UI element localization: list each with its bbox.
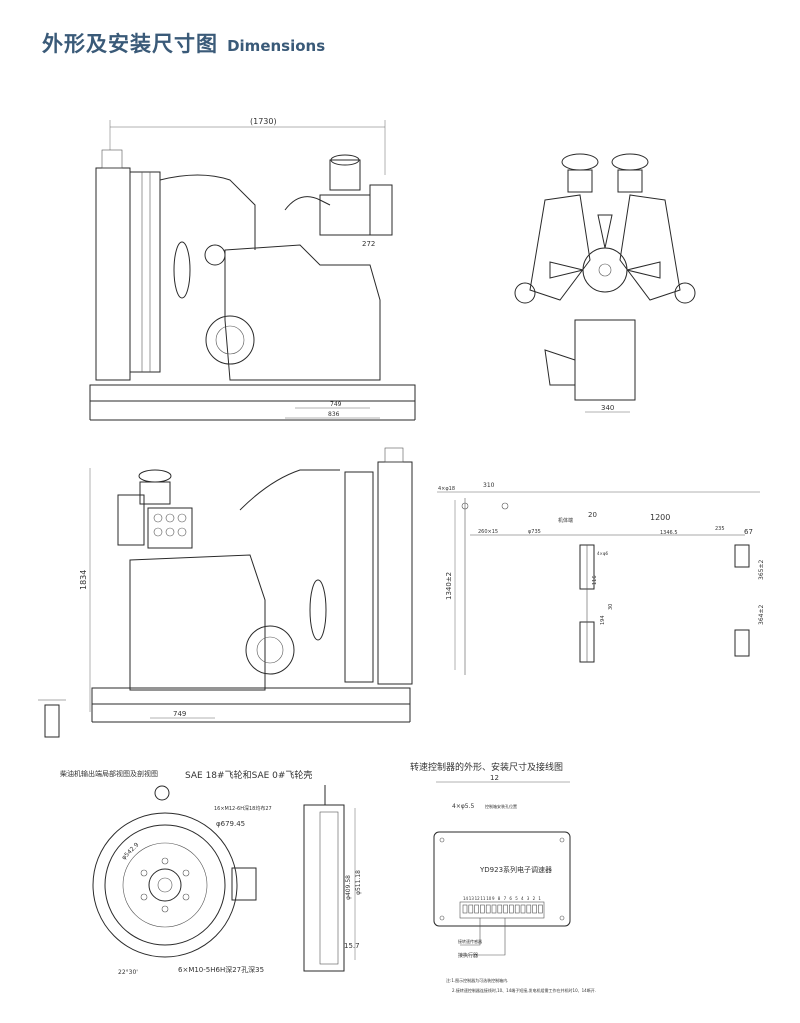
dim-30: 30: [608, 604, 614, 610]
dim-overall-length: (1730): [250, 117, 277, 126]
dim-194: 194: [600, 615, 606, 625]
controller-hole-note: 控制箱安装孔位置: [485, 803, 517, 809]
terminal-label: 8: [498, 896, 501, 901]
dim-4x6: 4×φ6: [597, 551, 609, 556]
dim-749-top: 749: [330, 401, 342, 408]
label-speed-sensor: 接转速传感器: [458, 938, 482, 944]
dim-310: 310: [483, 482, 495, 489]
flywheel-caption: 柴油机输出端局部视图及剖视图: [60, 769, 158, 778]
dim-phi40: φ409.58: [345, 875, 352, 900]
page-title: 外形及安装尺寸图 Dimensions: [42, 28, 325, 58]
dim-157: 15.7: [344, 942, 360, 950]
dim-top-note: 16×M12-6H深18均布27: [214, 805, 272, 812]
dim-1200: 1200: [650, 513, 670, 522]
side-elevation-view-2: 1834 749: [38, 447, 413, 738]
terminal-label: 9: [492, 896, 495, 901]
terminal-pin: [514, 904, 520, 914]
dim-4x18: 4×φ18: [438, 486, 455, 492]
dim-phi542: φ542.9: [120, 841, 140, 861]
dim-272: 272: [362, 240, 375, 248]
terminal-pin: [462, 904, 468, 914]
terminal-label: 5: [515, 896, 518, 901]
dim-phi679: φ679.45: [216, 820, 245, 828]
dim-1340: 1340±2: [445, 572, 453, 600]
dim-260x15: 260×15: [478, 529, 498, 535]
terminal-pin: [520, 904, 526, 914]
terminal-pin: [491, 904, 497, 914]
terminal-label: 12: [475, 896, 481, 901]
dim-22: 22°30': [118, 969, 138, 976]
dim-height-1834: 1834: [79, 570, 88, 590]
dim-6xm10: 6×M10-5H6H深27孔深35: [178, 965, 264, 974]
terminal-label: 1: [538, 896, 541, 901]
front-elevation-view: 340: [514, 153, 696, 413]
terminal-pin: [485, 904, 491, 914]
controller-title: 转速控制器的外形、安装尺寸及接线图: [410, 761, 563, 773]
label-engine-mount: 机体端: [558, 517, 573, 524]
terminal-pin: [480, 904, 485, 914]
controller-model-label: YD923系列电子调速器: [479, 865, 552, 874]
dim-836: 836: [328, 411, 340, 418]
terminal-pin: [532, 904, 537, 914]
terminal-label: 13: [469, 896, 475, 901]
controller-view: 转速控制器的外形、安装尺寸及接线图 12 4×φ5.5 控制箱安装孔位置 YD9…: [410, 761, 596, 993]
terminal-label: 4: [521, 896, 524, 901]
terminal-label: 3: [527, 896, 530, 901]
dim-phi511: φ511.18: [355, 870, 362, 895]
dim-20: 20: [588, 511, 597, 519]
sae-caption: SAE 18#飞轮和SAE 0#飞轮壳: [185, 769, 312, 781]
dim-235: 235: [715, 526, 725, 532]
page-title-cn: 外形及安装尺寸图: [42, 32, 218, 56]
side-elevation-view: (1730) 749 836 272: [89, 117, 416, 421]
controller-hole-dim: 4×φ5.5: [452, 803, 475, 810]
terminal-label: 10: [486, 896, 492, 901]
terminal-label: 14: [463, 896, 469, 901]
dim-340: 340: [601, 404, 614, 412]
dim-265: 365±2: [758, 560, 765, 580]
page-title-en: Dimensions: [227, 37, 326, 55]
terminal-label: 6: [509, 896, 512, 901]
terminal-label: 7: [504, 896, 507, 901]
terminal-pin: [474, 904, 479, 914]
terminal-pin: [468, 904, 474, 914]
dim-36462: 364±2: [758, 605, 765, 625]
dim-635: φ735: [528, 529, 541, 535]
controller-note-1: 注:1.图示控制器为可选装控制箱内.: [446, 977, 508, 983]
dim-1465: 1346.5: [660, 530, 678, 536]
dim-749-mid: 749: [173, 710, 186, 718]
flywheel-view: 柴油机输出端局部视图及剖视图 SAE 18#飞轮和SAE 0#飞轮壳 16×M1…: [60, 769, 362, 976]
terminal-label: 11: [480, 896, 486, 901]
dim-116: 116: [592, 575, 598, 585]
terminal-pin: [509, 904, 514, 914]
terminal-pin: [538, 904, 543, 914]
foundation-plan-view: 4×φ18 310 1340±2 260×15 φ735 机体端 20 1200…: [437, 482, 765, 675]
dim-67: 67: [744, 528, 753, 536]
terminal-pin: [497, 904, 503, 914]
terminal-pin: [503, 904, 508, 914]
terminal-label: 2: [533, 896, 536, 901]
controller-note-2: 2.接转速控制器连接线时,10、14端子短接,发电机组需工作在并机时10、14断…: [452, 987, 596, 993]
controller-width-dim: 12: [490, 774, 499, 782]
label-actuator: 接执行器: [458, 952, 478, 959]
terminal-pin: [526, 904, 532, 914]
